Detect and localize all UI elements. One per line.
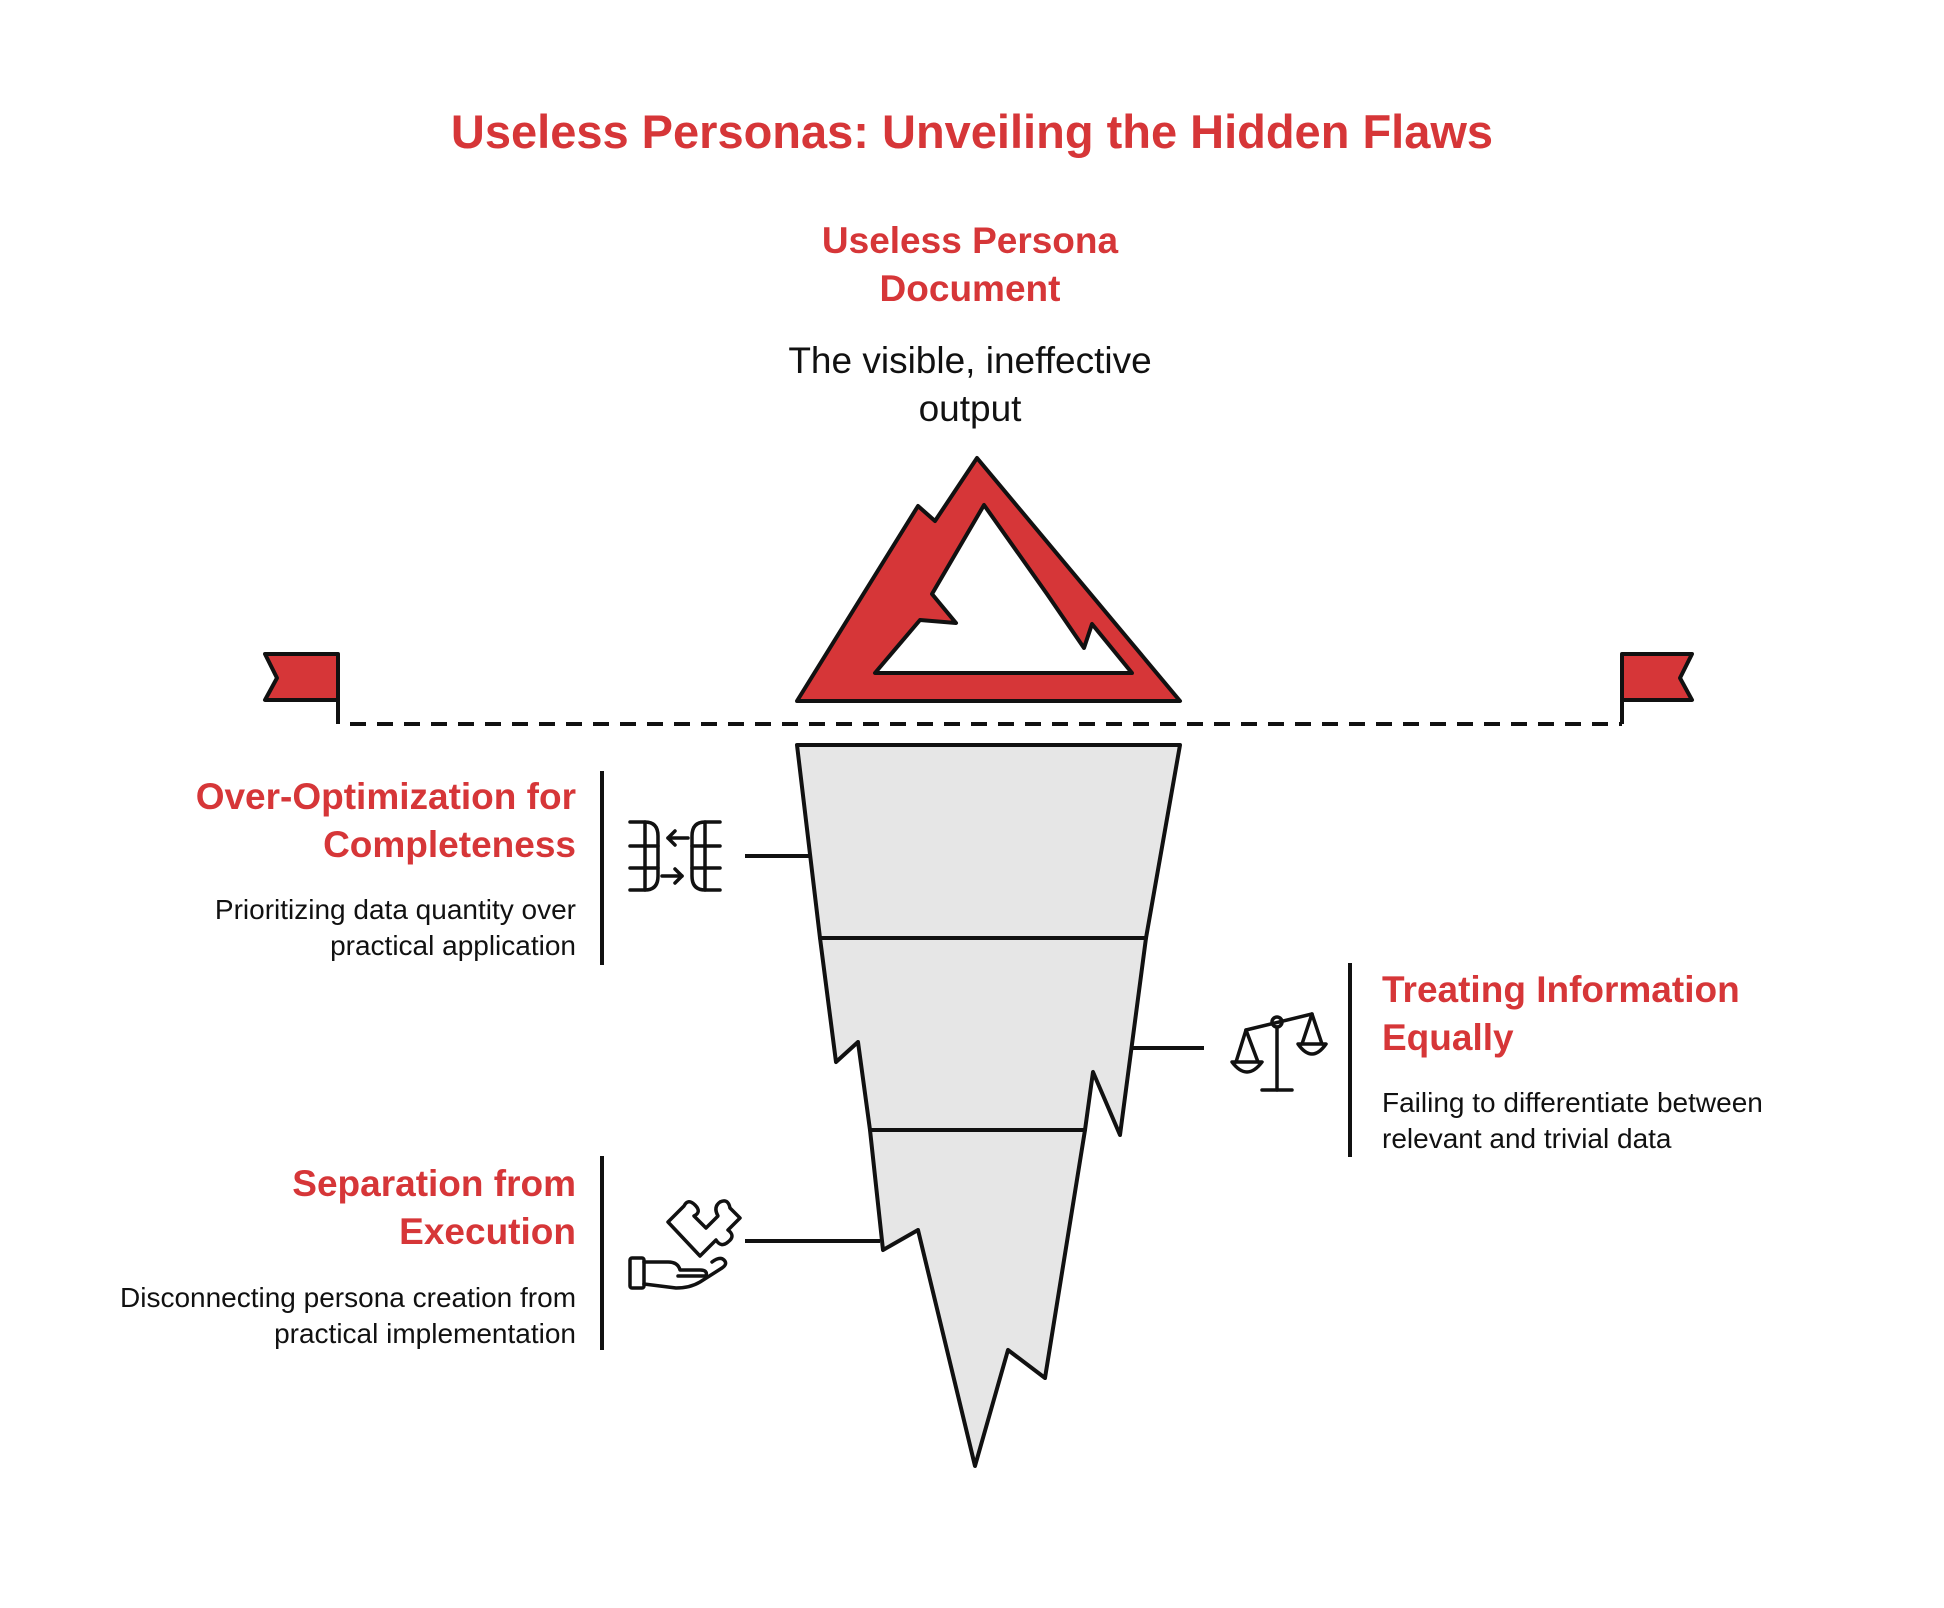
iceberg-layer-1 <box>797 745 1180 938</box>
page-title: Useless Personas: Unveiling the Hidden F… <box>0 104 1944 160</box>
layer-3-heading: Separation from Execution <box>120 1160 576 1256</box>
layer-3-description: Disconnecting persona creation from prac… <box>120 1280 576 1352</box>
tip-heading: Useless Persona Document <box>740 217 1200 313</box>
data-transfer-arrows-icon <box>630 822 720 890</box>
iceberg-layer-3 <box>870 1130 1085 1466</box>
hand-puzzle-piece-icon <box>630 1201 740 1288</box>
balance-scale-icon <box>1232 1014 1326 1090</box>
mountain-peak-icon <box>797 458 1180 701</box>
layer-1-description: Prioritizing data quantity over practica… <box>120 892 576 964</box>
layer-1-heading: Over-Optimization for Completeness <box>120 773 576 869</box>
left-flag-icon <box>265 654 338 724</box>
layer-2-heading: Treating Information Equally <box>1382 966 1862 1062</box>
right-flag-icon <box>1622 654 1692 724</box>
iceberg-layer-2 <box>820 938 1146 1135</box>
layer-2-description: Failing to differentiate between relevan… <box>1382 1085 1862 1157</box>
tip-description: The visible, ineffective output <box>740 337 1200 433</box>
